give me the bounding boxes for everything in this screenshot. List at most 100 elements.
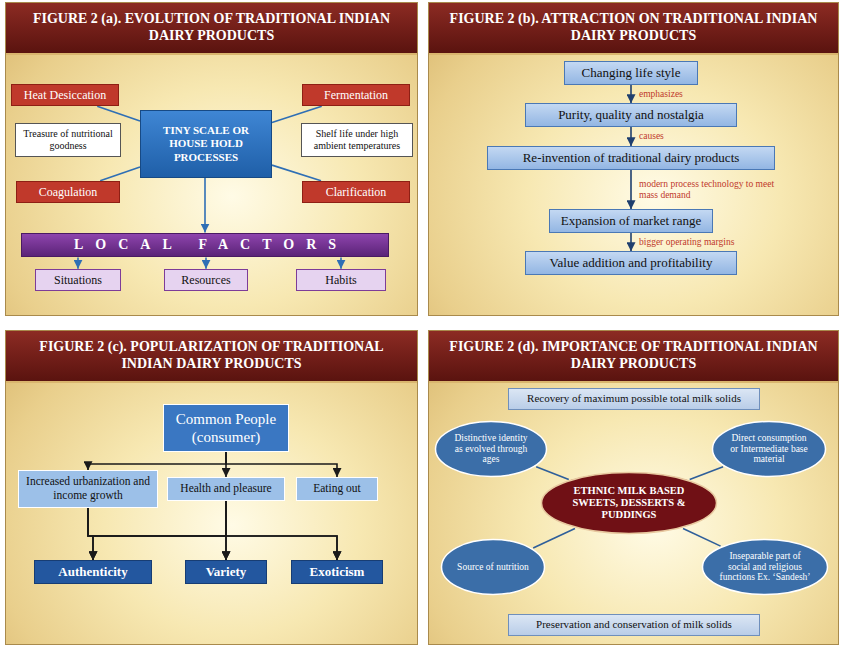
banner-box: Recovery of maximum possible total milk … [508,388,760,409]
ellipse-text-area: Distinctive identity as evolved through … [450,433,532,466]
note-box: Treasure of nutritional goodness [15,123,121,157]
connector [630,233,632,251]
connector [93,501,226,560]
node-text: Heat Desiccation [24,88,106,102]
edge-label-holder: bigger operating margins [639,237,734,248]
ellipse-text-area: Direct consumption or Intermediate base … [727,433,811,466]
node-text: Value addition and profitability [550,255,713,271]
node-text: TINY SCALE OR HOUSE HOLD PROCESSES [147,124,265,164]
node-text: Treasure of nutritional goodness [21,128,115,152]
feature-ellipse: Distinctive identity as evolved through … [434,420,548,478]
flow-box: Changing life style [564,61,698,85]
ellipse-outline [713,422,826,477]
feature-ellipse: Inseparable part of social and religious… [701,538,829,596]
figure-panel: FIGURE 2 (d). IMPORTANCE OF TRADITIONAL … [428,330,839,645]
title-band: FIGURE 2 (d). IMPORTANCE OF TRADITIONAL … [429,331,838,383]
node-text: Purity, quality and nostalgia [558,107,704,123]
panel-title: FIGURE 2 (a). EVOLUTION OF TRADITIONAL I… [18,11,405,45]
connector [100,167,140,181]
ellipse-text-area: ETHNIC MILK BASED SWEETS, DESSERTS & PUD… [565,485,693,521]
panel-title: FIGURE 2 (d). IMPORTANCE OF TRADITIONAL … [441,339,826,373]
node-text: Clarification [326,185,387,199]
connector [77,257,79,268]
connector [88,508,226,560]
edge-label: modern process technology to meet mass d… [639,179,779,201]
node-text: Exoticism [310,564,365,580]
ellipse-outline [703,540,828,595]
node-text: Fermentation [324,88,388,102]
flow-box: Re-invention of traditional dairy produc… [487,146,775,170]
feature-ellipse: Source of nutrition [440,538,546,596]
panel-title: FIGURE 2 (c). POPULARIZATION OF TRADITIO… [18,339,405,373]
title-band: FIGURE 2 (a). EVOLUTION OF TRADITIONAL I… [6,3,417,55]
node-text: Situations [54,273,102,287]
node-text: Shelf life under high ambient temperatur… [307,128,407,152]
connector [226,501,337,560]
factor-band: LOCAL FACTORS [21,233,389,258]
connector [205,257,207,268]
node-text: Recovery of maximum possible total milk … [527,392,741,405]
node-text: Variety [206,564,247,580]
node-text: LOCAL FACTORS [74,237,348,254]
factor-box: Health and pleasure [167,477,285,501]
connector [630,85,632,103]
connector [272,106,322,122]
ellipse-text-area: Inseparable part of social and religious… [719,551,811,584]
outcome-box: Exoticism [291,560,383,584]
process-box: Clarification [302,181,410,203]
ellipse-outline [442,540,545,595]
node-text: Resources [181,273,230,287]
connector [88,508,337,560]
flow-box: Value addition and profitability [525,251,737,275]
connector [690,467,723,480]
connector [630,127,632,146]
root-box: Common People (consumer) [163,404,289,452]
banner-box: Preservation and conservation of milk so… [508,614,760,635]
factor-box: Situations [35,269,121,291]
node-text: Increased urbanization and income growth [25,475,151,503]
connector [630,170,632,209]
ellipse-text-area: Source of nutrition [455,562,531,573]
edge-label: emphasizes [639,89,683,100]
edge-label-holder: emphasizes [639,89,683,100]
feature-ellipse: Direct consumption or Intermediate base … [711,420,827,478]
ellipse-outline [542,473,717,534]
title-band: FIGURE 2 (b). ATTRACTION ON TRADITIONAL … [429,3,838,55]
node-text: Re-invention of traditional dairy produc… [523,150,740,166]
outcome-box: Variety [185,560,267,584]
node-text: Authenticity [58,564,127,580]
node-text: Expansion of market range [561,213,701,229]
node-text: Source of nutrition [455,562,531,573]
note-box: Shelf life under high ambient temperatur… [301,123,413,157]
node-text: ETHNIC MILK BASED SWEETS, DESSERTS & PUD… [565,485,693,521]
figure-panel: FIGURE 2 (b). ATTRACTION ON TRADITIONAL … [428,2,839,316]
node-text: Common People (consumer) [170,410,282,446]
connector [536,467,569,480]
flow-box: Expansion of market range [549,209,713,233]
figure-panel: FIGURE 2 (c). POPULARIZATION OF TRADITIO… [5,330,418,645]
node-text: Health and pleasure [180,482,271,496]
flow-box: Purity, quality and nostalgia [525,103,737,127]
connector [226,452,337,477]
edge-label: causes [639,131,664,142]
figure-panel: FIGURE 2 (a). EVOLUTION OF TRADITIONAL I… [5,2,418,316]
outcome-box: Authenticity [34,560,152,584]
connector [340,257,342,268]
central-box: TINY SCALE OR HOUSE HOLD PROCESSES [140,110,272,178]
node-text: Changing life style [582,65,681,81]
connector [204,178,206,233]
node-text: Coagulation [39,185,98,199]
node-text: Inseparable part of social and religious… [719,551,811,584]
connector [97,106,140,121]
edge-label-holder: causes [639,131,664,142]
ellipse-outline [436,422,547,477]
factor-box: Eating out [296,477,378,501]
process-box: Fermentation [302,84,410,106]
edge-label-holder: modern process technology to meet mass d… [639,179,779,201]
core-ellipse: ETHNIC MILK BASED SWEETS, DESSERTS & PUD… [540,471,718,535]
factor-box: Increased urbanization and income growth [18,470,158,508]
node-text: Preservation and conservation of milk so… [536,618,732,631]
edge-label: bigger operating margins [639,237,734,248]
panel-title: FIGURE 2 (b). ATTRACTION ON TRADITIONAL … [441,11,826,45]
